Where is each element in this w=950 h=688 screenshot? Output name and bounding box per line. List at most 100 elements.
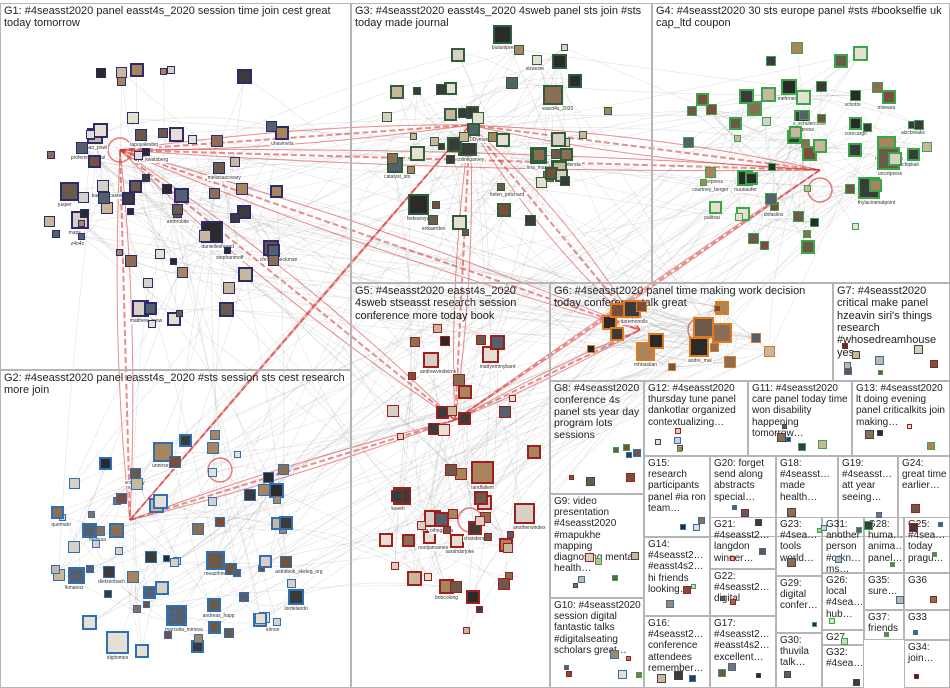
- avatar-node[interactable]: [47, 151, 56, 159]
- avatar-node[interactable]: [697, 517, 705, 525]
- avatar-node[interactable]: [78, 232, 86, 240]
- avatar-node[interactable]: [890, 562, 896, 568]
- avatar-node[interactable]: [503, 543, 514, 553]
- avatar-node[interactable]: [207, 496, 217, 506]
- avatar-node[interactable]: [809, 218, 819, 228]
- avatar-node[interactable]: [445, 463, 457, 476]
- avatar-node[interactable]: [413, 87, 422, 96]
- avatar-node[interactable]: [82, 522, 98, 538]
- avatar-node[interactable]: [755, 673, 761, 679]
- avatar-node[interactable]: [134, 644, 149, 659]
- avatar-node[interactable]: [263, 471, 274, 483]
- avatar-node[interactable]: [625, 655, 631, 661]
- avatar-node[interactable]: [433, 323, 443, 333]
- avatar-node[interactable]: [409, 146, 425, 162]
- avatar-node[interactable]: [712, 323, 733, 344]
- avatar-node[interactable]: [913, 674, 919, 679]
- avatar-node[interactable]: [233, 569, 242, 578]
- avatar-node[interactable]: [145, 551, 157, 563]
- avatar-node[interactable]: [532, 147, 547, 162]
- avatar-node[interactable]: [129, 179, 143, 193]
- avatar-node[interactable]: [551, 131, 567, 147]
- avatar-node[interactable]: [433, 511, 449, 527]
- avatar-node[interactable]: [68, 478, 80, 490]
- avatar-node[interactable]: [423, 572, 432, 581]
- avatar-node[interactable]: [176, 310, 184, 318]
- avatar-node[interactable]: [255, 613, 267, 625]
- avatar-node[interactable]: [862, 122, 872, 132]
- avatar-node[interactable]: [648, 332, 665, 349]
- avatar-node[interactable]: [410, 337, 421, 348]
- avatar-node[interactable]: [569, 474, 575, 480]
- avatar-node[interactable]: [153, 442, 174, 463]
- avatar-node[interactable]: [466, 589, 481, 604]
- avatar-node[interactable]: [673, 437, 681, 444]
- avatar-node[interactable]: [409, 133, 417, 141]
- avatar-node[interactable]: [709, 343, 719, 352]
- avatar-node[interactable]: [913, 344, 923, 354]
- avatar-node[interactable]: [921, 142, 932, 153]
- avatar-node[interactable]: [438, 143, 446, 150]
- avatar-node[interactable]: [682, 136, 694, 148]
- avatar-node[interactable]: [155, 580, 170, 595]
- avatar-node[interactable]: [218, 301, 234, 317]
- avatar-node[interactable]: [732, 504, 738, 510]
- avatar-node[interactable]: [168, 456, 181, 469]
- avatar-node[interactable]: [238, 267, 254, 283]
- avatar-node[interactable]: [259, 554, 273, 568]
- avatar-node[interactable]: [656, 673, 666, 683]
- avatar-node[interactable]: [103, 566, 116, 578]
- avatar-node[interactable]: [97, 191, 110, 204]
- avatar-node[interactable]: [687, 105, 697, 116]
- avatar-node[interactable]: [761, 117, 771, 127]
- avatar-node[interactable]: [214, 517, 225, 528]
- avatar-node[interactable]: [266, 120, 278, 132]
- avatar-node[interactable]: [849, 117, 863, 131]
- avatar-node[interactable]: [462, 626, 470, 634]
- avatar-node[interactable]: [408, 371, 417, 380]
- avatar-node[interactable]: [784, 670, 792, 678]
- avatar-node[interactable]: [131, 478, 144, 491]
- avatar-node[interactable]: [850, 89, 861, 101]
- avatar-node[interactable]: [116, 66, 128, 78]
- avatar-node[interactable]: [439, 336, 450, 346]
- avatar-node[interactable]: [937, 521, 943, 527]
- avatar-node[interactable]: [780, 78, 797, 95]
- avatar-node[interactable]: [876, 430, 883, 436]
- avatar-node[interactable]: [729, 598, 736, 605]
- avatar-node[interactable]: [474, 491, 489, 506]
- avatar-node[interactable]: [841, 343, 848, 350]
- avatar-node[interactable]: [689, 675, 697, 683]
- avatar-node[interactable]: [818, 439, 828, 449]
- avatar-node[interactable]: [693, 316, 715, 338]
- avatar-node[interactable]: [690, 583, 696, 589]
- avatar-node[interactable]: [508, 395, 516, 403]
- avatar-node[interactable]: [432, 201, 441, 210]
- avatar-node[interactable]: [85, 565, 94, 573]
- avatar-node[interactable]: [908, 522, 918, 532]
- avatar-node[interactable]: [829, 618, 836, 625]
- avatar-node[interactable]: [803, 184, 811, 192]
- avatar-node[interactable]: [390, 562, 399, 571]
- avatar-node[interactable]: [816, 113, 826, 123]
- avatar-node[interactable]: [760, 240, 770, 250]
- avatar-node[interactable]: [735, 213, 744, 222]
- avatar-node[interactable]: [623, 444, 630, 452]
- avatar-node[interactable]: [407, 166, 416, 175]
- avatar-node[interactable]: [764, 345, 776, 357]
- avatar-node[interactable]: [767, 162, 776, 171]
- avatar-node[interactable]: [738, 88, 754, 104]
- avatar-node[interactable]: [560, 148, 574, 161]
- avatar-node[interactable]: [561, 44, 568, 52]
- avatar-node[interactable]: [168, 610, 177, 619]
- avatar-node[interactable]: [759, 548, 767, 556]
- avatar-node[interactable]: [674, 427, 681, 434]
- avatar-node[interactable]: [422, 352, 439, 369]
- avatar-node[interactable]: [135, 129, 147, 141]
- avatar-node[interactable]: [287, 588, 304, 605]
- avatar-node[interactable]: [457, 412, 471, 426]
- avatar-node[interactable]: [272, 496, 281, 505]
- avatar-node[interactable]: [493, 25, 513, 44]
- avatar-node[interactable]: [906, 148, 920, 162]
- avatar-node[interactable]: [158, 128, 168, 139]
